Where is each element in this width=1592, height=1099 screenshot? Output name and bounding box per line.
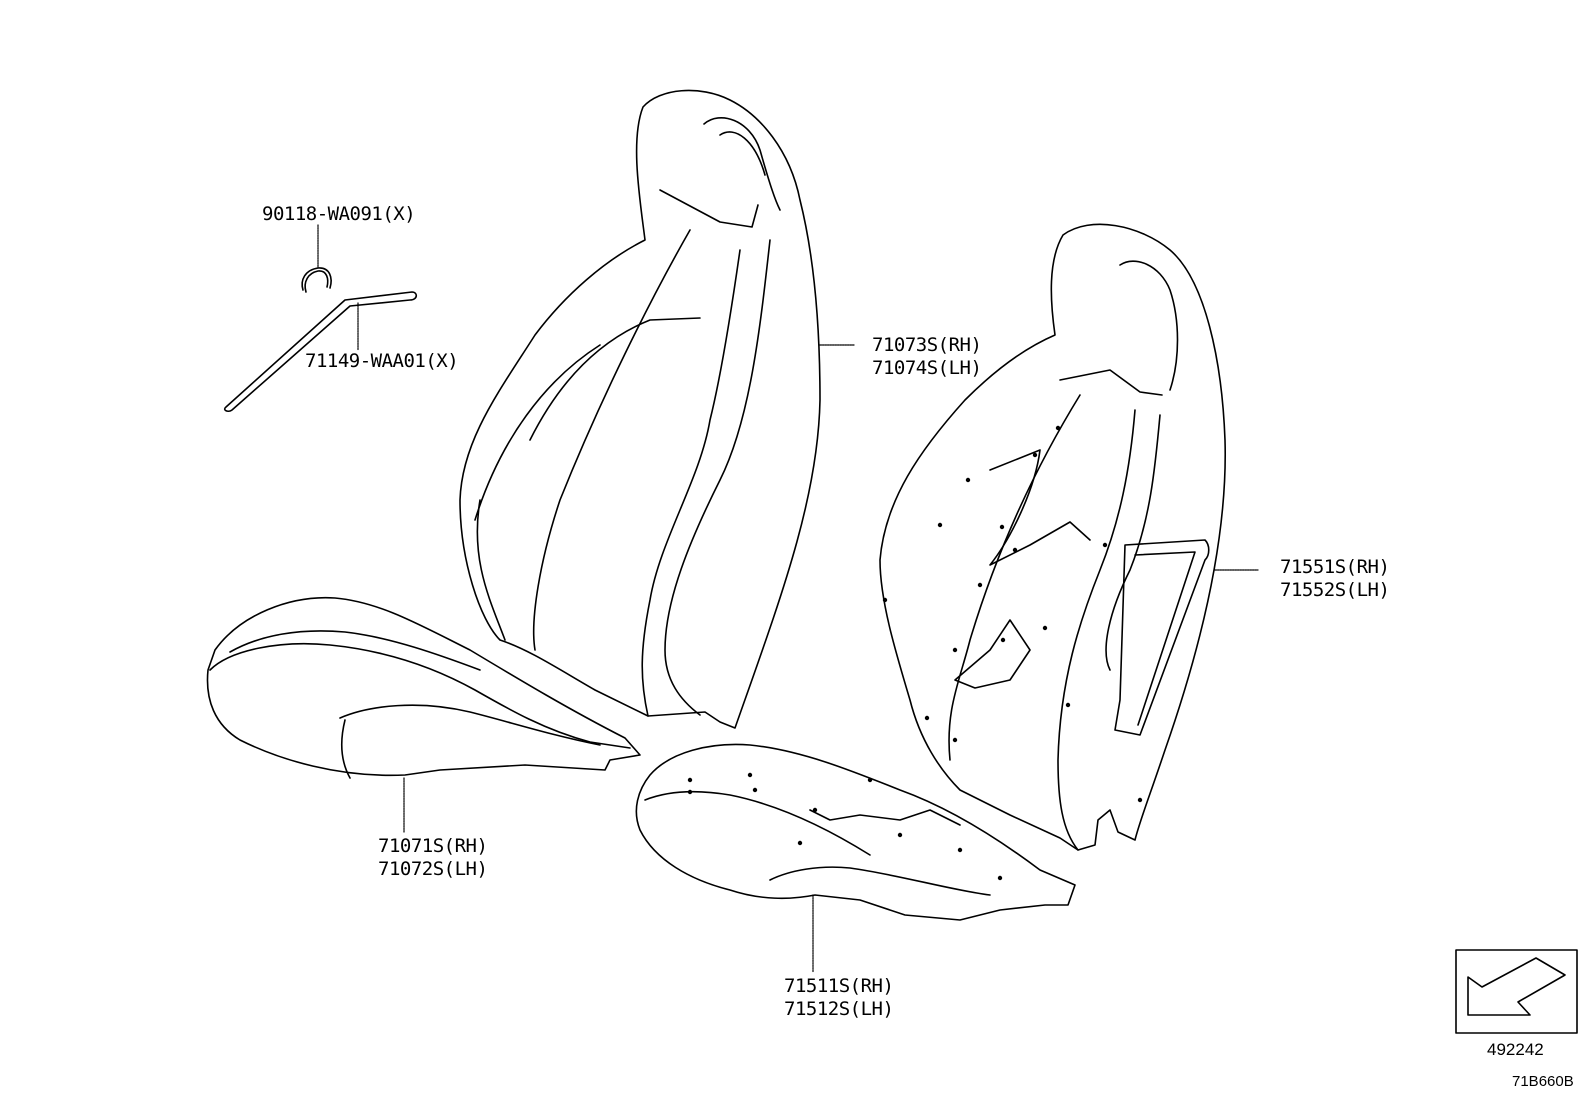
part-label-cushion-pad: 71511S(RH) 71512S(LH) (784, 975, 894, 1021)
part-number-lh: 71074S(LH) (872, 357, 982, 379)
part-number-lh: 71072S(LH) (378, 858, 488, 880)
reference-box (1455, 949, 1578, 1034)
cushion-cover-part (206, 596, 641, 833)
part-label-seatback-cover: 71073S(RH) 71074S(LH) (872, 334, 982, 380)
cushion-pad-part (635, 743, 1076, 973)
part-number-lh: 71552S(LH) (1280, 579, 1390, 601)
clip-part (301, 224, 332, 293)
part-number-rh: 71511S(RH) (784, 975, 894, 997)
part-number-rh: 71071S(RH) (378, 835, 488, 857)
arrow-down-left-icon (1467, 957, 1566, 1016)
illustration-code: 71B660B (1512, 1073, 1574, 1090)
part-number-rh: 71551S(RH) (1280, 556, 1390, 578)
seatback-cover-part (459, 89, 856, 729)
part-label-wire: 71149-WAA01(X) (305, 350, 459, 372)
wire-part (223, 291, 418, 413)
part-number-lh: 71512S(LH) (784, 998, 894, 1020)
part-number-rh: 71073S(RH) (872, 334, 982, 356)
reference-code: 492242 (1487, 1040, 1544, 1059)
seatback-pad-part (879, 223, 1259, 851)
part-label-clip: 90118-WA091(X) (262, 203, 416, 225)
part-label-cushion-cover: 71071S(RH) 71072S(LH) (378, 835, 488, 881)
part-label-seatback-pad: 71551S(RH) 71552S(LH) (1280, 556, 1390, 602)
